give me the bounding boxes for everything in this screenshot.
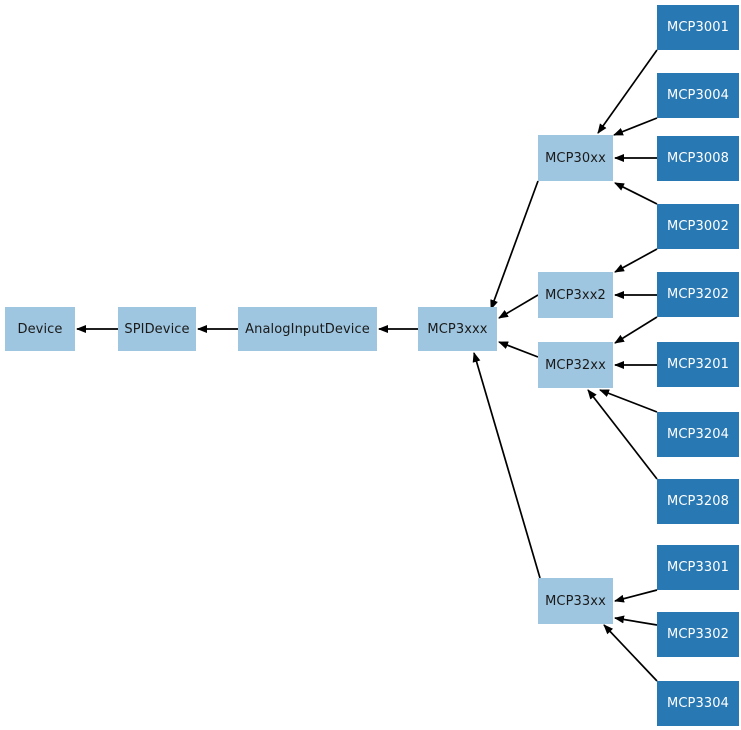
node-label-mcp3002: MCP3002 — [667, 219, 729, 234]
node-label-mcp3xxx: MCP3xxx — [427, 321, 488, 337]
node-mcp3208[interactable]: MCP3208 — [657, 479, 739, 524]
node-mcp3xx2[interactable]: MCP3xx2 — [538, 272, 613, 318]
node-label-mcp3301: MCP3301 — [667, 560, 729, 575]
node-mcp3xxx[interactable]: MCP3xxx — [418, 307, 497, 351]
edge-mcp3302-to-mcp33xx — [614, 615, 658, 626]
edge-mcp33xx-to-mcp3xxx — [472, 352, 541, 579]
node-label-mcp32xx: MCP32xx — [545, 357, 606, 373]
node-mcp30xx[interactable]: MCP30xx — [538, 135, 613, 181]
edge-mcp30xx-to-mcp3xxx — [490, 180, 539, 310]
node-mcp3201[interactable]: MCP3201 — [657, 342, 739, 387]
edge-mcp3xx2-to-mcp3xxx — [498, 294, 539, 319]
node-label-spidevice: SPIDevice — [124, 321, 190, 337]
node-label-device: Device — [17, 321, 63, 337]
node-mcp3204[interactable]: MCP3204 — [657, 412, 739, 457]
node-label-mcp3201: MCP3201 — [667, 357, 729, 372]
node-mcp3301[interactable]: MCP3301 — [657, 545, 739, 590]
edge-mcp3004-to-mcp30xx — [613, 117, 658, 136]
node-analoginputdevice[interactable]: AnalogInputDevice — [238, 307, 377, 351]
node-mcp3002[interactable]: MCP3002 — [657, 204, 739, 249]
node-label-mcp33xx: MCP33xx — [545, 593, 606, 609]
node-label-mcp3208: MCP3208 — [667, 494, 729, 509]
node-mcp3004[interactable]: MCP3004 — [657, 73, 739, 118]
node-label-mcp3008: MCP3008 — [667, 151, 729, 166]
node-label-mcp3204: MCP3204 — [667, 427, 729, 442]
edge-mcp3202-to-mcp32xx — [614, 316, 658, 344]
edge-mcp3002-to-mcp3xx2 — [614, 248, 658, 273]
node-mcp32xx[interactable]: MCP32xx — [538, 342, 613, 388]
node-device[interactable]: Device — [5, 307, 75, 351]
edge-mcp32xx-to-mcp3xxx — [498, 341, 539, 358]
node-label-mcp3004: MCP3004 — [667, 88, 729, 103]
edge-mcp3208-to-mcp32xx — [587, 389, 658, 480]
node-mcp3202[interactable]: MCP3202 — [657, 272, 739, 317]
node-label-mcp3302: MCP3302 — [667, 627, 729, 642]
node-label-mcp30xx: MCP30xx — [545, 150, 606, 166]
node-label-mcp3001: MCP3001 — [667, 20, 729, 35]
node-mcp3302[interactable]: MCP3302 — [657, 612, 739, 657]
node-label-mcp3202: MCP3202 — [667, 287, 729, 302]
node-label-mcp3xx2: MCP3xx2 — [545, 287, 606, 303]
edge-mcp3301-to-mcp33xx — [614, 589, 658, 603]
node-label-analoginputdevice: AnalogInputDevice — [245, 321, 370, 337]
edge-mcp3001-to-mcp30xx — [597, 49, 658, 134]
node-mcp3008[interactable]: MCP3008 — [657, 136, 739, 181]
node-label-mcp3304: MCP3304 — [667, 696, 729, 711]
edge-mcp3304-to-mcp33xx — [603, 624, 658, 682]
node-mcp3001[interactable]: MCP3001 — [657, 5, 739, 50]
edge-mcp3204-to-mcp32xx — [599, 389, 658, 413]
node-mcp3304[interactable]: MCP3304 — [657, 681, 739, 726]
edge-mcp3002-to-mcp30xx — [614, 182, 658, 205]
node-spidevice[interactable]: SPIDevice — [118, 307, 196, 351]
node-mcp33xx[interactable]: MCP33xx — [538, 578, 613, 624]
